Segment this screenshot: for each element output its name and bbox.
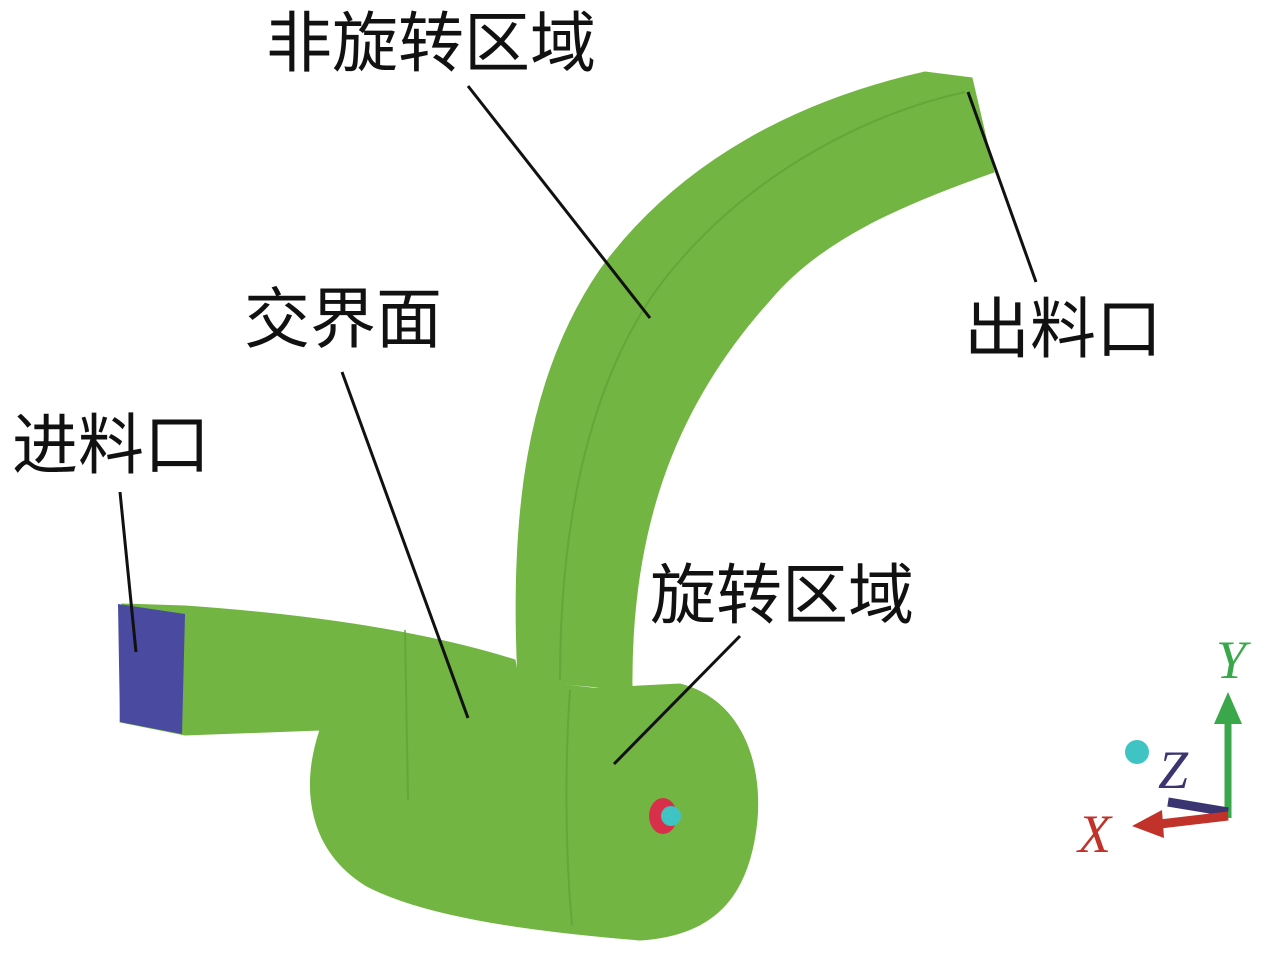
inlet-face bbox=[118, 604, 185, 734]
label-interface: 交界面 bbox=[244, 281, 442, 358]
leader-rotating bbox=[612, 634, 742, 766]
interface-edge-line bbox=[565, 689, 573, 926]
x-axis-arrow bbox=[1159, 811, 1229, 829]
y-axis-arrowhead bbox=[1214, 692, 1242, 724]
axis-origin-sphere bbox=[1125, 740, 1149, 764]
label-inlet: 进料口 bbox=[12, 407, 210, 484]
x-axis-label: X bbox=[1076, 804, 1113, 864]
inlet-section-line bbox=[404, 629, 409, 801]
y-axis-label: Y bbox=[1216, 630, 1251, 690]
z-axis-arrow bbox=[1167, 797, 1229, 817]
leader-lines bbox=[118, 85, 1038, 766]
outlet-pipe bbox=[515, 71, 995, 691]
pipe-center-line bbox=[559, 91, 966, 681]
leader-inlet bbox=[118, 491, 138, 653]
label-rotating-domain: 旋转区域 bbox=[650, 557, 914, 634]
flow-domain-body bbox=[118, 71, 995, 941]
hub-marker bbox=[649, 798, 681, 834]
leader-outlet bbox=[966, 91, 1038, 283]
leader-non-rotating bbox=[466, 85, 652, 319]
z-axis-label: Z bbox=[1158, 740, 1189, 800]
x-axis-arrowhead bbox=[1132, 810, 1164, 838]
label-outlet: 出料口 bbox=[964, 291, 1162, 368]
leader-interface bbox=[340, 371, 470, 719]
label-non-rotating-domain: 非旋转区域 bbox=[266, 5, 596, 82]
axis-triad: Y Z X bbox=[1076, 630, 1251, 864]
